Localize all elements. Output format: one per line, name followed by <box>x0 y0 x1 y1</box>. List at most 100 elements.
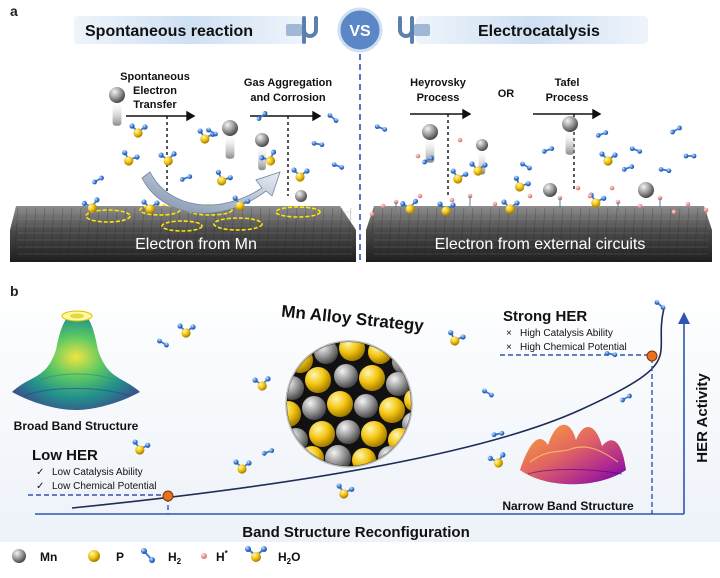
h2-molecule <box>654 300 666 310</box>
mn-atom <box>562 116 578 132</box>
mn-atom <box>334 364 358 388</box>
h2o-molecule <box>336 483 355 499</box>
panel-a-label: a <box>10 3 18 19</box>
spontaneous-transfer-arrow <box>126 110 196 194</box>
h2o-molecule <box>129 123 148 138</box>
h2-molecule <box>327 113 339 123</box>
heyrovsky-label: Heyrovsky Process <box>410 77 467 104</box>
legend-mn-sphere <box>12 549 26 563</box>
legend-p-sphere <box>88 550 100 562</box>
h2o-molecule <box>450 168 469 184</box>
legend-h-ads-label: H* <box>216 549 229 564</box>
p-atom <box>309 421 335 447</box>
h2-molecule <box>595 130 609 138</box>
h2o-molecule <box>437 201 456 216</box>
legend-h2-molecule <box>141 548 155 563</box>
low-her-marker <box>162 490 174 502</box>
h2o-molecule <box>177 323 196 338</box>
h2-molecule <box>331 162 345 170</box>
svg-text:Process: Process <box>546 92 589 104</box>
vs-badge <box>337 7 383 53</box>
gas-aggregation-label: Gas Aggregation and Corrosion <box>244 77 332 104</box>
p-atom <box>359 365 385 391</box>
h-ads-atom <box>369 211 375 217</box>
legend-mn-label: Mn <box>40 550 57 564</box>
h2o-molecule <box>81 197 100 213</box>
h2o-molecule <box>400 198 419 214</box>
h-ads-atom <box>671 209 677 215</box>
narrow-band-label: Narrow Band Structure <box>502 499 634 513</box>
mn-atom <box>255 133 269 147</box>
h2-molecule <box>261 448 275 456</box>
h-ads-atom <box>703 207 709 213</box>
h-ads-atom <box>457 137 463 143</box>
svg-text:Process: Process <box>417 92 460 104</box>
legend-p-label: P <box>116 550 124 564</box>
svg-text:Heyrovsky: Heyrovsky <box>410 77 467 89</box>
x-axis-label: Band Structure Reconfiguration <box>242 524 470 541</box>
mn-atom <box>543 183 557 197</box>
low-her-list: ✓ Low Catalysis Ability ✓ Low Chemical P… <box>36 467 157 492</box>
h2-molecule <box>541 146 555 154</box>
h2-molecule <box>670 125 682 135</box>
h2-molecule <box>311 140 325 148</box>
svg-text:Electron: Electron <box>133 85 177 97</box>
strong-her-title: Strong HER <box>503 308 587 325</box>
p-atom <box>379 397 405 423</box>
left-plug-icon <box>286 16 318 44</box>
h-ads-atom <box>449 197 455 203</box>
right-caption: Electron from external circuits <box>435 236 646 253</box>
h2-molecule <box>179 174 193 182</box>
svg-text:✓: ✓ <box>36 481 44 492</box>
p-atom <box>305 367 331 393</box>
h2o-molecule <box>487 452 506 468</box>
h2-molecule <box>374 124 388 132</box>
p-atom <box>352 448 376 466</box>
h2o-molecule <box>215 169 233 186</box>
p-atom <box>327 391 353 417</box>
h-ads-atom <box>685 201 691 207</box>
left-title-banner <box>74 16 304 44</box>
h2-molecule <box>621 164 635 172</box>
h2-molecule <box>604 350 618 358</box>
mn-atom <box>476 139 488 151</box>
mn-atom <box>222 120 238 136</box>
panel-a-molecules <box>81 87 709 217</box>
left-mn-surface <box>10 206 356 263</box>
broad-band-structure-plot <box>12 310 140 410</box>
h2-molecule <box>683 153 697 159</box>
svg-text:Gas Aggregation: Gas Aggregation <box>244 77 332 89</box>
h2o-molecule <box>469 161 488 176</box>
h2o-molecule <box>448 330 466 346</box>
p-atom <box>404 388 411 412</box>
svg-text:and Corrosion: and Corrosion <box>250 92 325 104</box>
h2-molecule <box>256 111 268 121</box>
legend-h-ads-sphere <box>201 553 207 559</box>
right-mn-surface <box>366 206 712 263</box>
h-ads-atom <box>609 185 615 191</box>
h-ads-atom <box>415 153 421 159</box>
mn-atom <box>386 372 410 396</box>
h2o-molecule <box>141 199 160 214</box>
her-activity-curve <box>71 307 665 509</box>
legend-h2o-molecule <box>245 546 267 562</box>
svg-text:Tafel: Tafel <box>555 77 580 89</box>
h2o-molecule <box>132 439 151 455</box>
h2o-molecule <box>599 151 618 166</box>
svg-text:✓: ✓ <box>36 467 44 478</box>
h2-molecule <box>629 146 643 154</box>
mn-atom <box>109 87 125 103</box>
svg-text:Low Chemical Potential: Low Chemical Potential <box>52 481 157 492</box>
h-ads-atom <box>417 193 423 199</box>
mn-atom <box>638 182 654 198</box>
h2-molecule <box>482 388 494 398</box>
mn-atom <box>422 124 438 140</box>
spontaneous-transfer-label: Spontaneous Electron Transfer <box>120 71 190 111</box>
h2-molecule <box>157 338 169 348</box>
mn-atom <box>295 190 307 202</box>
legend: Mn P H2 H* H2O <box>12 546 300 566</box>
legend-h2-label: H2 <box>168 550 182 566</box>
svg-text:Transfer: Transfer <box>133 99 177 111</box>
